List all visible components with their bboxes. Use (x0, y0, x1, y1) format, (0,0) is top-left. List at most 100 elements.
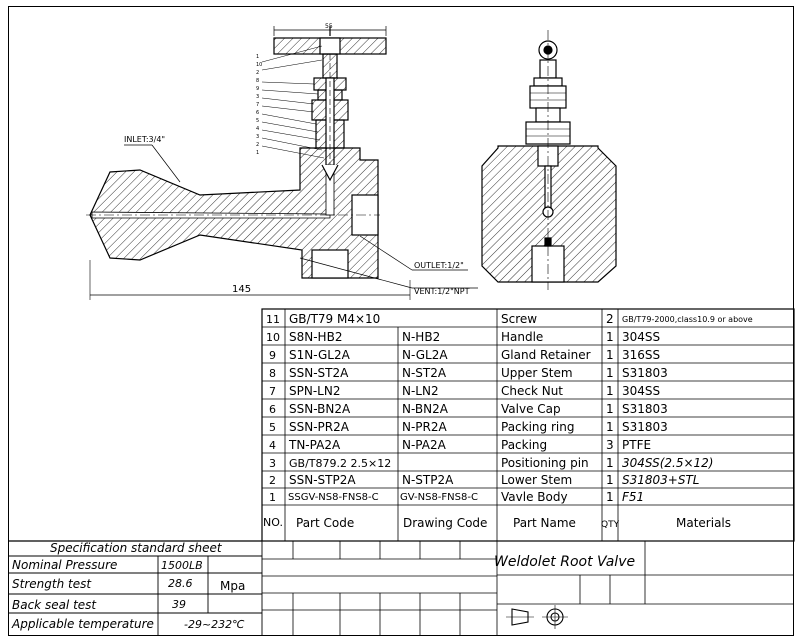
svg-text:1: 1 (269, 491, 276, 504)
svg-text:S31803: S31803 (622, 402, 668, 416)
svg-text:GV-NS8-FNS8-C: GV-NS8-FNS8-C (400, 492, 478, 503)
balloon-number: 8 (256, 78, 259, 84)
svg-text:1: 1 (606, 420, 614, 434)
svg-text:QTY: QTY (601, 520, 620, 530)
svg-text:Part Code: Part Code (296, 516, 354, 530)
svg-text:Handle: Handle (501, 330, 543, 344)
bom-rows: 11 GB/T79 M4×10 Screw 2 GB/T79-2000,clas… (263, 312, 753, 530)
projection-truncated-cone-icon (511, 608, 529, 626)
svg-text:Back seal test: Back seal test (12, 598, 97, 612)
svg-text:1500LB: 1500LB (161, 559, 203, 572)
svg-text:N-GL2A: N-GL2A (402, 348, 448, 362)
svg-text:304SS: 304SS (622, 384, 660, 398)
title-block (262, 541, 794, 636)
bom-row: 8 SSN-ST2A N-ST2A Upper Stem 1 S31803 (269, 366, 668, 380)
svg-text:9: 9 (269, 349, 276, 362)
bom-row: 9 S1N-GL2A N-GL2A Gland Retainer 1 316SS (269, 348, 660, 362)
svg-text:1: 1 (606, 366, 614, 380)
svg-text:Mpa: Mpa (220, 579, 245, 593)
svg-text:PTFE: PTFE (622, 438, 651, 452)
svg-text:N-LN2: N-LN2 (402, 384, 439, 398)
svg-text:N-PR2A: N-PR2A (402, 420, 448, 434)
svg-text:1: 1 (606, 473, 614, 487)
balloon-number: 9 (256, 86, 259, 92)
spec-title: Specification standard sheet (50, 541, 223, 555)
balloon-number: 7 (256, 102, 259, 108)
svg-text:NO.: NO. (263, 516, 283, 529)
bom-row: 7 SPN-LN2 N-LN2 Check Nut 1 304SS (269, 384, 660, 398)
svg-text:SSN-BN2A: SSN-BN2A (289, 402, 351, 416)
svg-text:N-BN2A: N-BN2A (402, 402, 449, 416)
svg-text:S31803+STL: S31803+STL (622, 473, 699, 487)
svg-text:SPN-LN2: SPN-LN2 (289, 384, 340, 398)
svg-text:Strength test: Strength test (12, 577, 92, 591)
svg-text:Packing: Packing (501, 438, 547, 452)
length-dimension: 145 (232, 284, 251, 295)
svg-text:1: 1 (606, 384, 614, 398)
svg-text:SSN-PR2A: SSN-PR2A (289, 420, 350, 434)
svg-text:Check Nut: Check Nut (501, 384, 563, 398)
svg-text:8: 8 (269, 367, 276, 380)
svg-text:304SS(2.5×12): 304SS(2.5×12) (622, 456, 713, 470)
svg-text:GB/T79-2000,class10.9 or above: GB/T79-2000,class10.9 or above (622, 315, 753, 324)
svg-text:1: 1 (606, 490, 614, 504)
bom-row: 3 GB/T879.2 2.5×12 Positioning pin 1 304… (269, 456, 713, 470)
svg-text:10: 10 (266, 331, 280, 344)
svg-text:N-STP2A: N-STP2A (402, 473, 454, 487)
svg-text:5: 5 (269, 421, 276, 434)
svg-text:1: 1 (606, 330, 614, 344)
svg-text:SSGV-NS8-FNS8-C: SSGV-NS8-FNS8-C (288, 492, 379, 503)
svg-text:316SS: 316SS (622, 348, 660, 362)
svg-text:S8N-HB2: S8N-HB2 (289, 330, 342, 344)
svg-text:28.6: 28.6 (168, 577, 193, 590)
balloon-number: 10 (256, 62, 262, 68)
svg-text:11: 11 (266, 313, 280, 326)
svg-text:GB/T79 M4×10: GB/T79 M4×10 (289, 312, 380, 326)
svg-text:N-PA2A: N-PA2A (402, 438, 447, 452)
balloon-number: 2 (256, 70, 259, 76)
svg-text:2: 2 (269, 474, 276, 487)
side-view (481, 30, 617, 290)
svg-text:304SS: 304SS (622, 330, 660, 344)
balloon-number: 1 (256, 150, 259, 156)
svg-text:7: 7 (269, 385, 276, 398)
svg-text:Nominal Pressure: Nominal Pressure (12, 558, 117, 572)
svg-text:3: 3 (269, 457, 276, 470)
svg-text:N-ST2A: N-ST2A (402, 366, 447, 380)
svg-text:Packing ring: Packing ring (501, 420, 574, 434)
svg-text:S31803: S31803 (622, 420, 668, 434)
svg-text:SSN-STP2A: SSN-STP2A (289, 473, 356, 487)
svg-text:6: 6 (269, 403, 276, 416)
svg-text:Applicable temperature: Applicable temperature (11, 617, 154, 631)
balloon-number: 5 (256, 118, 259, 124)
svg-text:GB/T879.2 2.5×12: GB/T879.2 2.5×12 (289, 457, 391, 470)
svg-text:Drawing Code: Drawing Code (403, 516, 487, 530)
balloon-number: 2 (256, 142, 259, 148)
spec-text: Specification standard sheet Nominal Pre… (11, 541, 245, 631)
balloon-number: 3 (256, 134, 259, 140)
balloon-number: 1 (256, 54, 259, 60)
bom-row: 4 TN-PA2A N-PA2A Packing 3 PTFE (269, 438, 651, 452)
svg-text:1: 1 (606, 402, 614, 416)
balloon-number: 4 (256, 126, 259, 132)
bom-row: 10 S8N-HB2 N-HB2 Handle 1 304SS (266, 330, 660, 344)
svg-text:1: 1 (606, 348, 614, 362)
svg-text:Valve Cap: Valve Cap (501, 402, 561, 416)
svg-text:Positioning pin: Positioning pin (501, 456, 589, 470)
svg-text:S1N-GL2A: S1N-GL2A (289, 348, 351, 362)
svg-text:4: 4 (269, 439, 276, 452)
balloon-number: 3 (256, 94, 259, 100)
bom-row: 1 SSGV-NS8-FNS8-C GV-NS8-FNS8-C Vavle Bo… (269, 490, 644, 504)
svg-text:Upper Stem: Upper Stem (501, 366, 573, 380)
svg-text:N-HB2: N-HB2 (402, 330, 440, 344)
svg-text:39: 39 (172, 598, 186, 611)
bom-row: 11 GB/T79 M4×10 Screw 2 GB/T79-2000,clas… (266, 312, 753, 326)
top-dimension: 55 (325, 23, 333, 30)
svg-text:Gland Retainer: Gland Retainer (501, 348, 591, 362)
svg-text:TN-PA2A: TN-PA2A (288, 438, 341, 452)
vent-label: VENT:1/2"NPT (414, 287, 470, 296)
svg-text:Screw: Screw (501, 312, 537, 326)
svg-text:Lower Stem: Lower Stem (501, 473, 572, 487)
svg-text:Vavle Body: Vavle Body (501, 490, 568, 504)
